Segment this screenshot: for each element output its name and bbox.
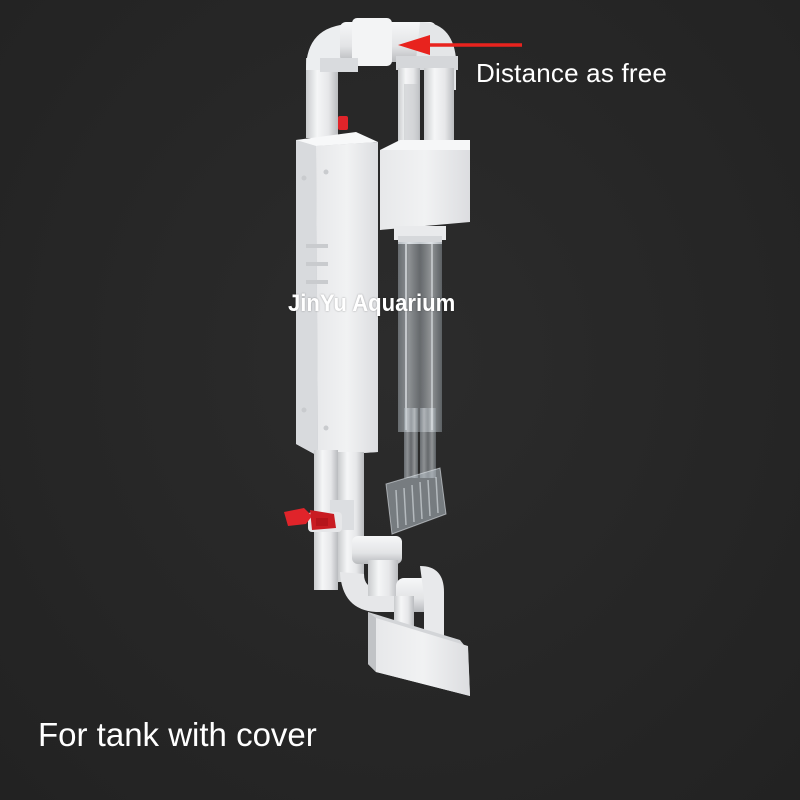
siphon-head-box <box>380 140 470 244</box>
brand-watermark: JinYu Aquarium <box>288 290 456 317</box>
top-u-bend <box>306 18 458 158</box>
clear-acrylic-tube <box>385 242 447 535</box>
caption-text: For tank with cover <box>38 716 317 753</box>
red-cap <box>338 116 348 130</box>
main-overflow-box <box>296 132 378 456</box>
lower-plumbing <box>314 450 470 696</box>
red-arrow <box>398 35 522 55</box>
arrow-annotation-label: Distance as free <box>476 58 668 88</box>
red-ball-valve <box>284 508 342 532</box>
